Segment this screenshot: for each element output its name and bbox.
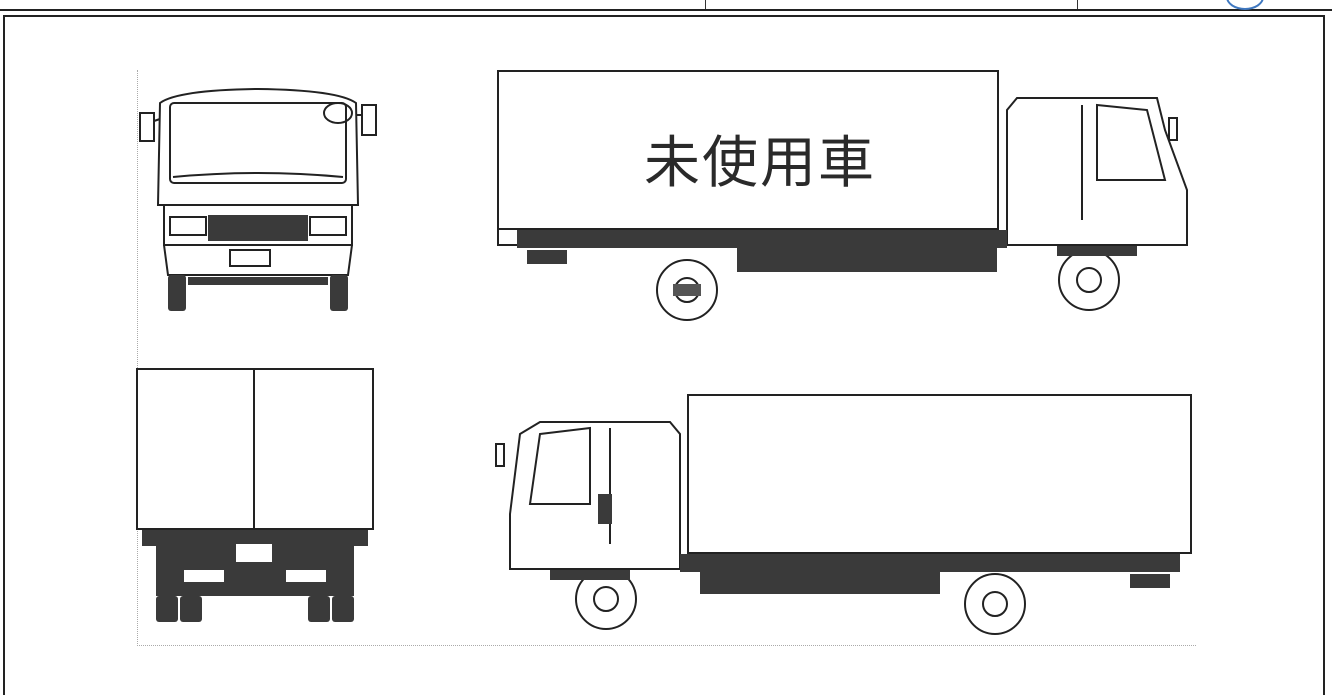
truck-rear-view xyxy=(136,368,374,622)
header-divider xyxy=(705,0,706,9)
top-rule xyxy=(0,9,1332,11)
document-frame xyxy=(3,15,1325,695)
figure-box xyxy=(137,70,1196,646)
header-divider xyxy=(1077,0,1078,9)
stamp-text: 未使用車 xyxy=(644,131,876,196)
truck-left-side-view xyxy=(495,394,1192,635)
truck-front-view xyxy=(139,87,377,311)
truck-right-side-view xyxy=(497,70,1188,321)
